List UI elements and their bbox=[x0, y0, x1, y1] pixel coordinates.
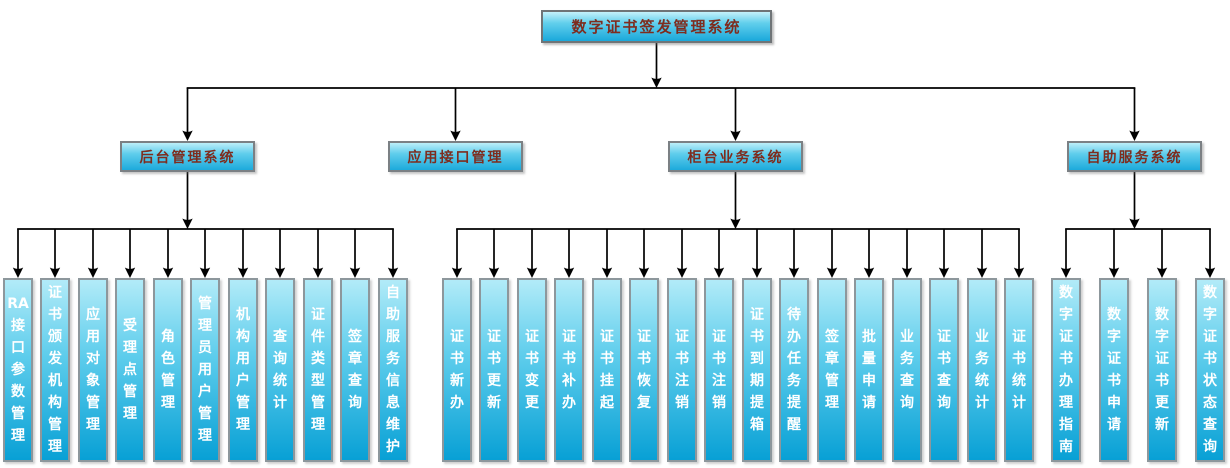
leaf-node: 业务查询 bbox=[892, 278, 922, 462]
leaf-node: 证书注销 bbox=[704, 278, 734, 462]
leaf-node: 受理点管理 bbox=[115, 278, 145, 462]
leaf-node: 数字证书更新 bbox=[1147, 278, 1177, 462]
leaf-node: 证书挂起 bbox=[592, 278, 622, 462]
leaf-node: 证书查询 bbox=[929, 278, 959, 462]
leaf-node: 证书补办 bbox=[554, 278, 584, 462]
leaf-node: 证书变更 bbox=[517, 278, 547, 462]
leaf-node: 证件类型管理 bbox=[303, 278, 333, 462]
leaf-node: 业务统计 bbox=[967, 278, 997, 462]
leaf-node: 批量申请 bbox=[854, 278, 884, 462]
leaf-node: 数字证书申请 bbox=[1099, 278, 1129, 462]
leaf-node: 角色管理 bbox=[153, 278, 183, 462]
leaf-node: 管理员用户管理 bbox=[190, 278, 220, 462]
leaf-node: 证书更新 bbox=[479, 278, 509, 462]
leaf-node: 自助服务信息维护 bbox=[378, 278, 408, 462]
leaf-node: 证书恢复 bbox=[629, 278, 659, 462]
leaf-node: 证书统计 bbox=[1004, 278, 1034, 462]
leaf-node: 机构用户管理 bbox=[228, 278, 258, 462]
node-backend-management-system: 后台管理系统 bbox=[120, 141, 255, 172]
leaf-node: 证书到期提箱 bbox=[742, 278, 772, 462]
leaf-node: 应用对象管理 bbox=[78, 278, 108, 462]
leaf-node: 查询统计 bbox=[265, 278, 295, 462]
leaf-node: 数字证书办理指南 bbox=[1051, 278, 1081, 462]
leaf-node: 证书新办 bbox=[442, 278, 472, 462]
leaf-node: 待办任务提醒 bbox=[779, 278, 809, 462]
leaf-node: 签章查询 bbox=[340, 278, 370, 462]
node-selfservice-system: 自助服务系统 bbox=[1067, 141, 1202, 172]
leaf-node: 证书注销 bbox=[667, 278, 697, 462]
leaf-node: 证书颁发机构管理 bbox=[40, 278, 70, 462]
leaf-node: 数字证书状态查询 bbox=[1195, 278, 1225, 462]
node-counter-business-system: 柜台业务系统 bbox=[668, 141, 803, 172]
node-root-system: 数字证书签发管理系统 bbox=[541, 10, 772, 43]
leaf-node: RA接口参数管理 bbox=[3, 278, 33, 462]
node-application-interface-management: 应用接口管理 bbox=[388, 141, 523, 172]
leaf-node: 签章管理 bbox=[817, 278, 847, 462]
